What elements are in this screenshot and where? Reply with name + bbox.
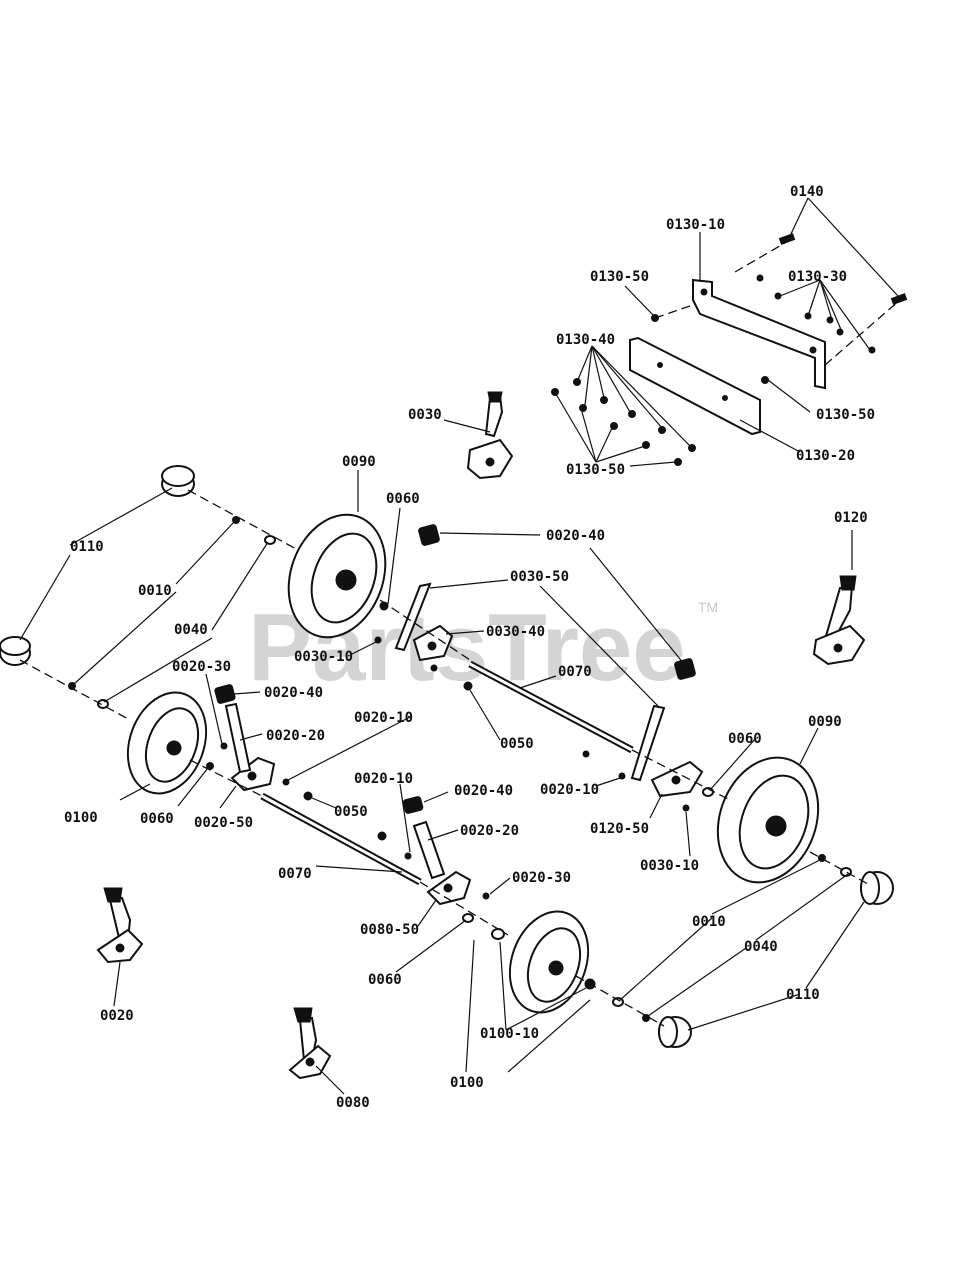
label-0020-50: 0020-50 xyxy=(194,815,253,831)
label-0110-left: 0110 xyxy=(70,539,104,555)
label-0060-bottom: 0060 xyxy=(368,972,402,988)
label-0030-10-right: 0030-10 xyxy=(640,858,699,874)
label-0100-10: 0100-10 xyxy=(480,1026,539,1042)
wheel-0100-left xyxy=(126,691,208,795)
label-0020-40-top: 0020-40 xyxy=(546,528,605,544)
label-0040-right: 0040 xyxy=(744,939,778,955)
label-0140: 0140 xyxy=(790,184,824,200)
label-0050-left: 0050 xyxy=(334,804,368,820)
label-0030-10-left: 0030-10 xyxy=(294,649,353,665)
label-0100-left: 0100 xyxy=(64,810,98,826)
height-adjuster-0080 xyxy=(288,1007,332,1080)
label-0100-bottom: 0100 xyxy=(450,1075,484,1091)
spring-0020-40-mid xyxy=(402,796,424,814)
label-0060-right: 0060 xyxy=(728,731,762,747)
label-0020-40-mid: 0020-40 xyxy=(454,783,513,799)
mounting-bracket-0130-10 xyxy=(692,278,826,390)
small-hardware xyxy=(68,516,852,1022)
label-0040-left: 0040 xyxy=(174,622,208,638)
label-0020-20-left: 0020-20 xyxy=(266,728,325,744)
label-0130-20: 0130-20 xyxy=(796,448,855,464)
leader-lines xyxy=(19,197,899,1095)
label-0020-10-mid: 0020-10 xyxy=(354,771,413,787)
label-0080: 0080 xyxy=(336,1095,370,1111)
hubcap-0110-top-left xyxy=(161,465,195,497)
spring-0020-40-left xyxy=(214,684,236,704)
mounting-plate-0130-20 xyxy=(629,336,761,436)
label-0130-30: 0130-30 xyxy=(788,269,847,285)
height-adjuster-0030 xyxy=(466,391,514,480)
label-0030-40: 0030-40 xyxy=(486,624,545,640)
hubcap-0110-bottom xyxy=(658,1016,692,1048)
pivot-plate-0120-50 xyxy=(650,760,704,798)
label-0130-50-bottom: 0130-50 xyxy=(566,462,625,478)
label-0020-40-left: 0020-40 xyxy=(264,685,323,701)
label-0070-right: 0070 xyxy=(558,664,592,680)
pivot-plate-0080-50 xyxy=(426,870,472,906)
label-0130-50-top: 0130-50 xyxy=(590,269,649,285)
assembly-axes xyxy=(19,489,869,1027)
label-0010-left: 0010 xyxy=(138,583,172,599)
axle-0070-right xyxy=(468,660,634,754)
label-0010-right: 0010 xyxy=(692,914,726,930)
spring-0020-40-top xyxy=(418,524,440,546)
label-0060-left: 0060 xyxy=(140,811,174,827)
spring-0020-40-right xyxy=(674,658,696,680)
label-0050-right: 0050 xyxy=(500,736,534,752)
label-0130-50-right: 0130-50 xyxy=(816,407,875,423)
label-0120: 0120 xyxy=(834,510,868,526)
label-0070-left: 0070 xyxy=(278,866,312,882)
label-0020-30-left: 0020-30 xyxy=(172,659,231,675)
label-0110-right: 0110 xyxy=(786,987,820,1003)
label-0030: 0030 xyxy=(408,407,442,423)
pivot-arm-0020-20-left xyxy=(224,702,252,774)
label-0020-10-center: 0020-10 xyxy=(354,710,413,726)
pivot-plate-0020-50 xyxy=(230,756,276,792)
axle-0070-left xyxy=(260,792,422,886)
wheel-0100-bottom xyxy=(508,910,590,1014)
label-0130-40: 0130-40 xyxy=(556,332,615,348)
hubcap-0110-right xyxy=(860,871,894,905)
label-0090-right: 0090 xyxy=(808,714,842,730)
label-0030-50: 0030-50 xyxy=(510,569,569,585)
wheel-0090-left xyxy=(287,513,387,639)
height-adjuster-0120 xyxy=(812,575,866,666)
pivot-arm-0020-20-mid xyxy=(412,820,446,880)
height-adjuster-0020 xyxy=(96,887,144,964)
label-0090-left: 0090 xyxy=(342,454,376,470)
label-0020-30-bottom: 0020-30 xyxy=(512,870,571,886)
wheel-0090-right xyxy=(716,756,820,884)
label-0020-20-mid: 0020-20 xyxy=(460,823,519,839)
pivot-plate-0030-40 xyxy=(412,624,454,662)
label-0020: 0020 xyxy=(100,1008,134,1024)
trademark-symbol: TM xyxy=(698,599,718,615)
hardware-0130 xyxy=(551,233,908,466)
label-0120-50: 0120-50 xyxy=(590,821,649,837)
label-0060-top: 0060 xyxy=(386,491,420,507)
hubcap-0110-left xyxy=(0,636,31,666)
label-0080-50: 0080-50 xyxy=(360,922,419,938)
label-0130-10: 0130-10 xyxy=(666,217,725,233)
label-0020-10-right: 0020-10 xyxy=(540,782,599,798)
